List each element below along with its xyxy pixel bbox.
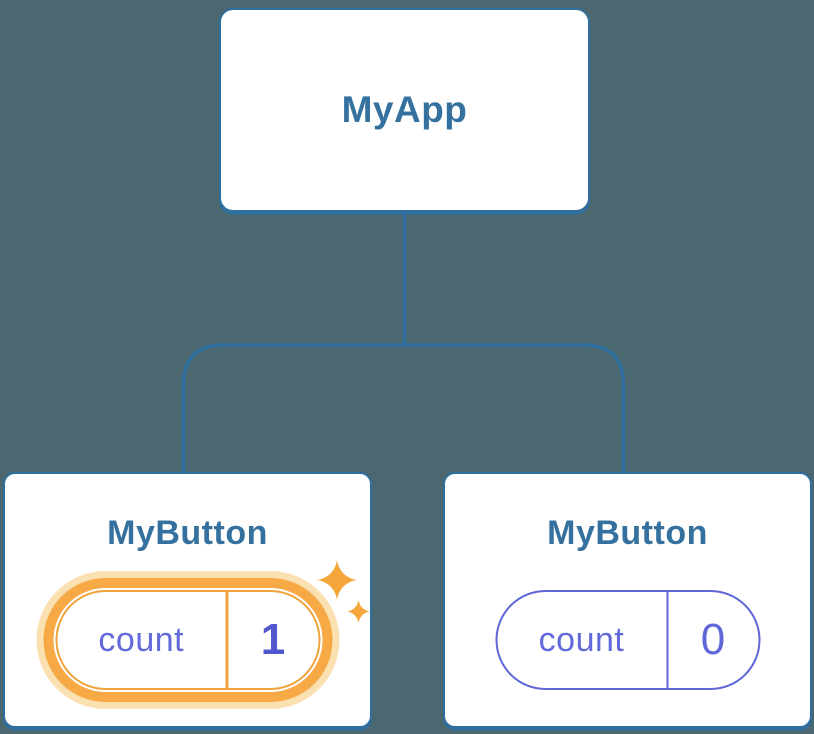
child-component-card: MyButton count 0 <box>443 472 812 728</box>
state-key-label: count <box>98 620 185 659</box>
state-value: 0 <box>700 615 726 664</box>
state-value: 1 <box>260 615 286 664</box>
state-pill-updated: count 1 <box>55 590 320 690</box>
state-pill-divider <box>225 592 228 688</box>
state-key-label: count <box>538 620 625 659</box>
state-pill: count 0 <box>495 590 760 690</box>
state-pill-divider <box>666 592 668 688</box>
child-component-card-updated: MyButton count 1 <box>3 472 372 728</box>
child-component-label: MyButton <box>547 514 708 552</box>
root-component-label: MyApp <box>341 89 468 130</box>
child-component-label: MyButton <box>107 514 268 552</box>
sparkles-icon <box>317 560 371 624</box>
root-component-card: MyApp <box>219 8 590 212</box>
